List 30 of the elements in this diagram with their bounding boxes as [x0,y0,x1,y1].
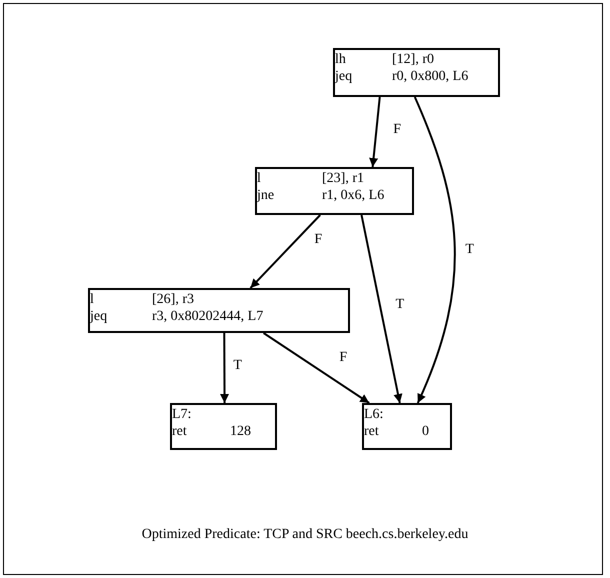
operand-text: 128 [230,423,251,440]
instruction-text: l [90,291,94,308]
code-block [88,288,350,333]
instruction-text: ret [172,423,187,440]
operand-text: r3, 0x80202444, L7 [152,308,264,325]
label-text: L7: [172,406,192,423]
caption: Optimized Predicate: TCP and SRC beech.cs.berkeley.edu [142,527,468,542]
instruction-text: jeq [90,308,108,325]
code-block [362,403,452,450]
code-block [333,48,500,97]
operand-text: [26], r3 [152,291,194,308]
operand-text: r1, 0x6, L6 [322,187,384,204]
instruction-text: ret [364,423,379,440]
arrow [220,333,230,403]
operand-text: r0, 0x800, L6 [392,68,468,85]
instruction-text: jeq [335,68,352,85]
operand-text: [12], r0 [392,51,434,68]
arrow [414,96,456,404]
instruction-text: jne [257,187,274,204]
instruction-text: lh [335,51,346,68]
instruction-text: l [257,170,261,187]
code-block [255,167,414,215]
arrow [369,96,381,168]
arrow [262,332,370,404]
operand-text: 0 [422,423,429,440]
label-text: L6: [364,406,384,423]
arrow [250,214,321,289]
operand-text: [23], r1 [322,170,364,187]
arrow [360,214,402,404]
code-block [170,403,277,450]
